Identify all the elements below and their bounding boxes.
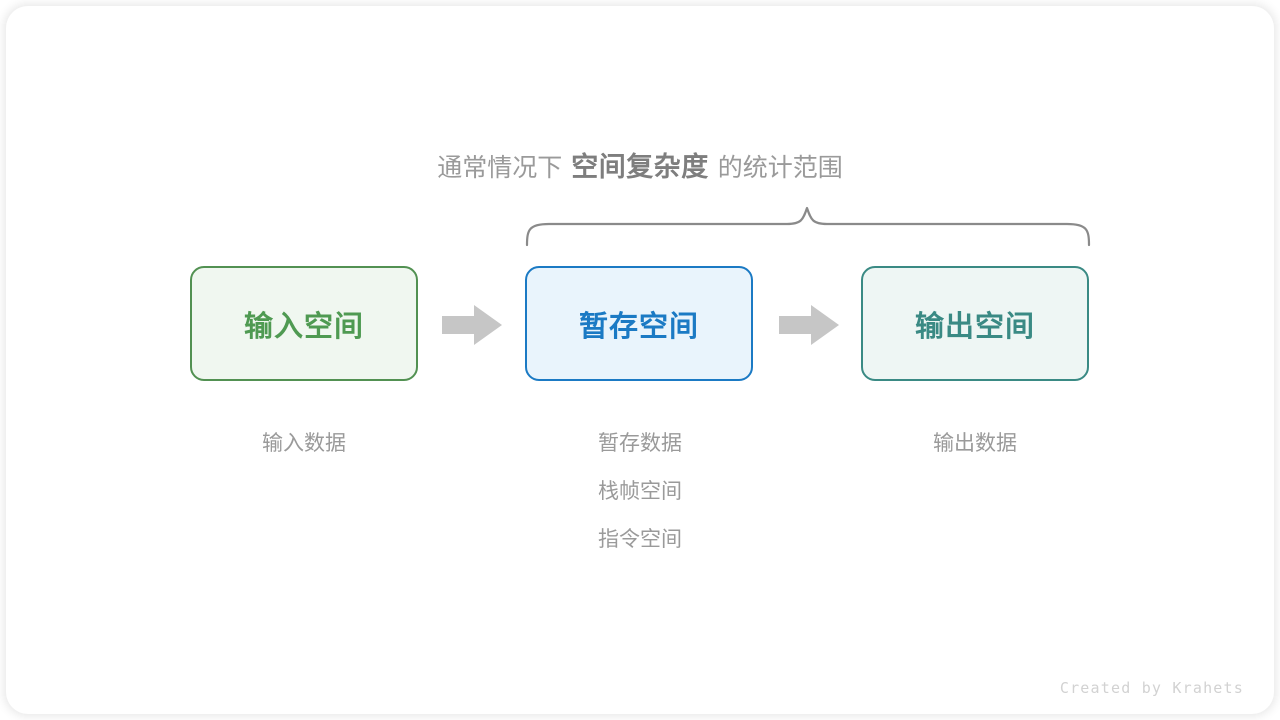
caption-output-line-1: 输出数据 <box>933 432 1017 455</box>
box-temp-space[interactable]: 暂存空间 <box>525 266 753 381</box>
watermark: Created by Krahets <box>1059 679 1244 697</box>
caption-temp-line-1: 暂存数据 <box>598 432 682 455</box>
caption-temp-line-2: 栈帧空间 <box>598 480 682 503</box>
page-title: 通常情况下空间复杂度的统计范围 <box>0 150 1280 185</box>
title-suffix: 的统计范围 <box>717 154 843 182</box>
box-input-space[interactable]: 输入空间 <box>190 266 418 381</box>
caption-input-line-1: 输入数据 <box>262 432 346 455</box>
title-prefix: 通常情况下 <box>437 154 563 182</box>
caption-output: 输出数据 <box>845 420 1105 468</box>
box-output-space[interactable]: 输出空间 <box>861 266 1089 381</box>
caption-temp: 暂存数据 栈帧空间 指令空间 <box>510 420 770 564</box>
curly-brace-icon <box>525 206 1091 247</box>
box-temp-space-label: 暂存空间 <box>578 310 699 343</box>
arrow-right-icon <box>442 305 502 345</box>
box-output-space-label: 输出空间 <box>914 310 1035 343</box>
caption-input: 输入数据 <box>174 420 434 468</box>
caption-temp-line-3: 指令空间 <box>598 528 682 551</box>
arrow-right-icon <box>779 305 839 345</box>
box-input-space-label: 输入空间 <box>243 310 364 343</box>
title-emphasis: 空间复杂度 <box>571 152 709 182</box>
